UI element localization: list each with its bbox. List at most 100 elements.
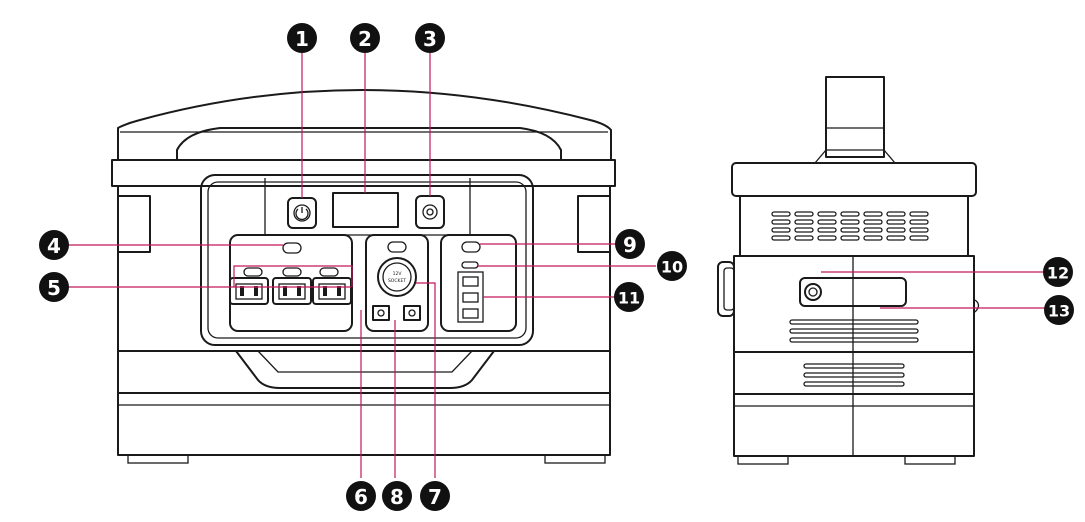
callout-badge-circle: [39, 272, 69, 302]
vent-slot: [840, 211, 860, 217]
vent-slot: [909, 235, 929, 241]
side-base: [733, 393, 975, 457]
dc-port-right: [403, 305, 421, 321]
vent-slot: [863, 211, 883, 217]
ac-outlet-1: [229, 277, 269, 305]
front-upper-band: [111, 159, 616, 187]
callout-number: 6: [354, 485, 368, 509]
vent-slot: [817, 235, 837, 241]
callout-badge-circle: [346, 481, 376, 511]
usb-a-port-3: [462, 308, 479, 319]
callout-13: 13: [1044, 295, 1074, 325]
callout-number: 5: [47, 276, 61, 300]
ac-switch[interactable]: [282, 242, 302, 254]
callout-number: 4: [47, 234, 61, 258]
left-grip: [117, 186, 151, 262]
callout-number: 11: [618, 289, 640, 308]
side-view: [717, 76, 980, 465]
side-handle: [825, 76, 885, 158]
vent-slot: [794, 211, 814, 217]
callout-12: 12: [1043, 257, 1073, 287]
usb-ports-box: [457, 271, 484, 323]
ac-outlet-3: [312, 277, 352, 305]
vent-slot: [794, 227, 814, 233]
callout-badge-circle: [1044, 295, 1074, 325]
side-vent-slots: [771, 211, 929, 241]
callout-number: 10: [661, 258, 683, 277]
usb-panel: [440, 234, 517, 332]
vent-slot: [840, 227, 860, 233]
usb-a-port-2: [462, 292, 479, 303]
side-vent-panel: [739, 195, 969, 257]
side-input-panel: [799, 277, 907, 307]
callout-badge-circle: [1043, 257, 1073, 287]
vent-slot: [863, 227, 883, 233]
side-foot-left: [737, 455, 789, 465]
callout-badge-circle: [420, 481, 450, 511]
callout-number: 3: [423, 27, 437, 51]
callout-badge-circle: [615, 229, 645, 259]
vent-slot: [886, 219, 906, 225]
ac-outlets: [229, 267, 352, 305]
vent-slot: [909, 211, 929, 217]
front-foot-right: [544, 454, 606, 464]
handle-inner: [176, 127, 562, 160]
callout-number: 9: [623, 233, 637, 257]
vent-slot: [886, 227, 906, 233]
callout-badge-circle: [287, 23, 317, 53]
dc-port-left: [372, 305, 390, 321]
callout-badge-circle: [415, 23, 445, 53]
vent-slot: [771, 227, 791, 233]
vent-slot: [909, 219, 929, 225]
callout-11: 11: [614, 282, 644, 312]
right-grip: [577, 186, 611, 262]
vent-slot: [886, 211, 906, 217]
car-socket: [377, 257, 417, 297]
callout-badge-circle: [657, 251, 687, 281]
vent-slot: [840, 235, 860, 241]
callout-badge-circle: [350, 23, 380, 53]
callout-badge-circle: [614, 282, 644, 312]
front-main-body: [117, 185, 611, 352]
callout-number: 13: [1048, 302, 1070, 321]
side-foot-right: [904, 455, 956, 465]
vent-slot: [771, 211, 791, 217]
callout-9: 9: [615, 229, 645, 259]
usb-switch[interactable]: [461, 241, 481, 253]
socket-label-line2: SOCKET: [388, 278, 406, 284]
vent-slot: [794, 235, 814, 241]
grill-slot: [789, 328, 919, 334]
callout-badge-circle: [39, 230, 69, 260]
dc-switch[interactable]: [387, 241, 407, 253]
vent-slot: [886, 235, 906, 241]
callout-badge-circle: [382, 481, 412, 511]
side-top-cap: [731, 162, 977, 197]
front-view: 12V SOCKET: [111, 89, 616, 464]
usb-a-port-1: [462, 276, 479, 287]
callout-4: 4: [39, 230, 69, 260]
grill-slot: [789, 319, 919, 325]
grill-slot: [789, 337, 919, 343]
callout-7: 7: [420, 481, 450, 511]
grill-slot: [803, 381, 905, 387]
side-connector: [717, 261, 735, 317]
side-lower-grill: [789, 319, 919, 387]
callout-5: 5: [39, 272, 69, 302]
callout-number: 8: [390, 485, 404, 509]
top-handle: [117, 89, 612, 160]
vent-slot: [817, 227, 837, 233]
display-button[interactable]: [415, 195, 445, 229]
callout-2: 2: [350, 23, 380, 53]
socket-label-line1: 12V: [393, 271, 403, 277]
callout-6: 6: [346, 481, 376, 511]
callout-number: 7: [428, 485, 442, 509]
control-panel-frame: [200, 174, 534, 346]
front-base: [117, 392, 611, 456]
vent-slot: [863, 235, 883, 241]
vent-slot: [840, 219, 860, 225]
front-foot-left: [127, 454, 189, 464]
callout-number: 12: [1047, 264, 1069, 283]
